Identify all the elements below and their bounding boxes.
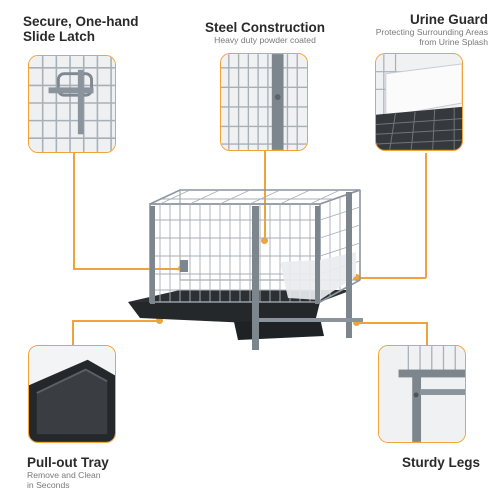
tray-subtitle-line2: in Seconds [27, 480, 70, 490]
cage-product-image [120, 180, 380, 350]
legs-leader-dot [353, 319, 360, 326]
latch-title: Secure, One-hand Slide Latch [23, 14, 139, 44]
steel-leader-dot [261, 237, 268, 244]
tray-leader-v [72, 320, 74, 346]
legs-title: Sturdy Legs [402, 455, 481, 470]
steel-closeup-image [221, 54, 307, 150]
tray-leader-h [72, 320, 160, 322]
latch-leader-h [73, 268, 181, 270]
urine-leader-h [357, 277, 426, 279]
steel-label: Steel Construction Heavy duty powder coa… [190, 20, 340, 45]
urine-subtitle-line2: from Urine Splash [419, 37, 488, 47]
legs-inset [378, 345, 466, 443]
tray-closeup-image [29, 346, 115, 442]
steel-title: Steel Construction [204, 20, 325, 35]
urine-guard-closeup-image [376, 54, 462, 150]
urine-subtitle-line1: Protecting Surrounding Areas [375, 27, 488, 37]
tray-title: Pull-out Tray [27, 455, 109, 470]
latch-closeup-image [29, 56, 115, 152]
steel-subtitle: Heavy duty powder coated [214, 35, 316, 45]
cage-illustration [128, 189, 363, 350]
urine-inset [375, 53, 463, 151]
latch-leader-v [73, 153, 75, 269]
legs-leader-h [357, 322, 427, 324]
steel-leader [264, 148, 266, 240]
tray-subtitle-line1: Remove and Clean [27, 470, 101, 480]
urine-leader-v [425, 153, 427, 278]
urine-label: Urine Guard Protecting Surrounding Areas… [376, 12, 488, 47]
tray-leader-dot [156, 317, 163, 324]
steel-inset [220, 53, 308, 151]
latch-title-line1: Secure, One-hand [23, 14, 139, 29]
urine-leader-dot [353, 274, 360, 281]
legs-closeup-image [379, 346, 465, 442]
tray-label: Pull-out Tray Remove and Clean in Second… [27, 455, 109, 490]
latch-title-line2: Slide Latch [23, 29, 96, 44]
legs-leader-v [426, 322, 428, 346]
urine-title: Urine Guard [409, 12, 488, 27]
tray-inset [28, 345, 116, 443]
latch-inset [28, 55, 116, 153]
